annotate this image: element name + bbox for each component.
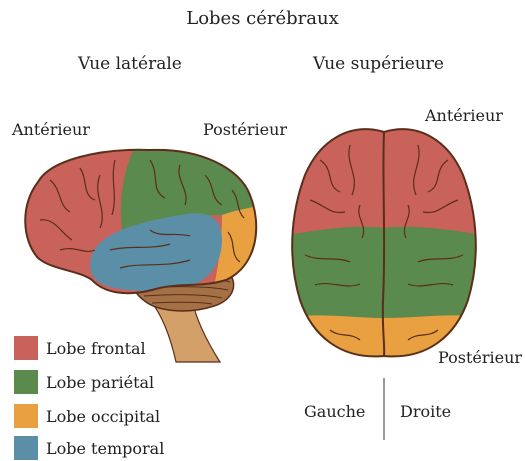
legend-label: Lobe frontal (46, 339, 146, 358)
legend-swatch-occipital (14, 404, 38, 428)
legend-label: Lobe temporal (46, 439, 164, 458)
legend-swatch-frontal (14, 336, 38, 360)
legend-item: Lobe pariétal (14, 370, 154, 394)
legend-item: Lobe temporal (14, 436, 164, 460)
legend-item: Lobe occipital (14, 404, 160, 428)
legend-swatch-temporal (14, 436, 38, 460)
legend-swatch-parietal (14, 370, 38, 394)
legend-label: Lobe pariétal (46, 373, 154, 392)
legend-item: Lobe frontal (14, 336, 146, 360)
legend-label: Lobe occipital (46, 407, 160, 426)
superior-brain (280, 100, 500, 380)
